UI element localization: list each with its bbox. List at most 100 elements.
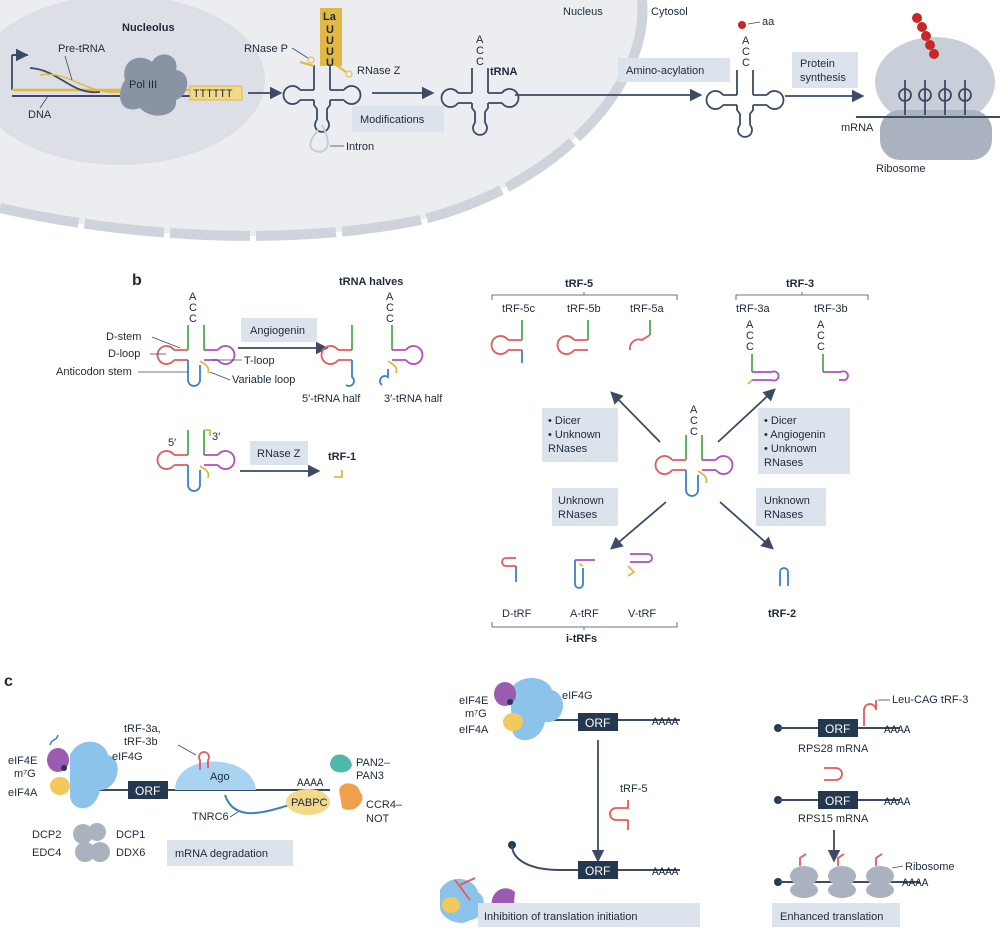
aminoacylation-label: Amino-acylation (626, 65, 704, 77)
inhibition-label: Inhibition of translation initiation (484, 911, 637, 923)
colored-trna-2 (156, 429, 236, 492)
intron-label: Intron (346, 141, 374, 153)
rps15-trf-shape (824, 767, 843, 781)
v-trf-shape (627, 553, 653, 577)
nuclear-envelope (0, 0, 648, 241)
trf3a-shape (747, 354, 780, 385)
eif4g-label-2: eIF4G (562, 690, 593, 702)
trna-label: tRNA (490, 66, 518, 78)
trf5-c-label: tRF-5 (620, 783, 648, 795)
terminator-label: TTTTTT (193, 89, 233, 101)
trf5c-shape (490, 320, 523, 363)
acc-half-c: C (386, 302, 394, 314)
pan-blob (330, 754, 352, 773)
half-5-shape (320, 325, 355, 387)
aa-label: aa (762, 16, 775, 28)
trf2-shape (779, 567, 789, 586)
rps15-label: RPS15 mRNA (798, 813, 869, 825)
acc-3b-c2: C (817, 341, 825, 353)
unknown-right-box (756, 488, 826, 526)
acc-a-1: A (476, 34, 484, 46)
aminoacylation-box (618, 58, 730, 82)
trf1-label: tRF-1 (328, 451, 356, 463)
modifications-box (352, 106, 444, 132)
m7g-label-2: m⁷G (465, 708, 487, 720)
acc-half-c2: C (386, 313, 394, 325)
ago-trf (198, 751, 210, 770)
aaaa-5: AAAA (884, 797, 911, 809)
acc-b1-c2: C (189, 313, 197, 325)
nucleolus-label: Nucleolus (122, 22, 175, 34)
ago-label: Ago (210, 771, 230, 783)
trf3-label: tRF-3 (786, 278, 814, 290)
eif4e-label-2: eIF4E (459, 695, 488, 707)
la-label: La (323, 11, 337, 23)
d-loop-label: D-loop (108, 348, 140, 360)
panel-c: c eIF4E m⁷G eIF4A eIF4G ORF Ago tRF-3a, … (4, 673, 968, 927)
mrna-mid-line-2 (511, 844, 680, 871)
t-loop-label: T-loop (244, 355, 275, 367)
trf5b-shape (556, 320, 589, 355)
trf5-label: tRF-5 (565, 278, 593, 290)
right-box-line-2: • Angiogenin (764, 429, 825, 441)
acc-3a-c2: C (746, 341, 754, 353)
ribosome-c-label: Ribosome (905, 861, 955, 873)
half3-label: 3′-tRNA half (384, 393, 443, 405)
rps28-label: RPS28 mRNA (798, 743, 869, 755)
eif4a-blob (50, 777, 70, 795)
dna-label: DNA (28, 109, 52, 121)
uuu-1: U (326, 35, 334, 47)
dcp2-label: DCP2 (32, 829, 61, 841)
three-prime-label: 3′ (212, 431, 220, 443)
aaaa-2: AAAA (652, 717, 679, 729)
pan3-label: PAN3 (356, 770, 384, 782)
angiogenin-label: Angiogenin (250, 325, 305, 337)
aaaa-6: AAAA (902, 878, 929, 890)
eif4a-free (442, 897, 460, 913)
orf-box-5 (818, 791, 858, 809)
cytosol-label: Cytosol (651, 6, 688, 18)
acc-c2-1: C (476, 56, 484, 68)
unknown-left-box (552, 488, 618, 526)
panel-a: a Nucleolus Nucleus Cytosol Pre-tRNA DNA… (0, 0, 1000, 241)
trf3b-label: tRF-3b (814, 303, 848, 315)
acc-3b-a: A (817, 319, 825, 331)
unknown-left-1: Unknown (558, 495, 604, 507)
orf-label-4: ORF (825, 722, 850, 736)
cap-dot (61, 765, 67, 771)
acc-3a-c: C (746, 330, 754, 342)
acc-c-2: C (742, 46, 750, 58)
acc-half-a: A (386, 291, 394, 303)
right-box-line-4: RNases (764, 457, 804, 469)
aaaa-4: AAAA (884, 725, 911, 737)
orf-label-5: ORF (825, 794, 850, 808)
trf3ab-label-1: tRF-3a, (124, 723, 161, 735)
trf3a-label: tRF-3a (736, 303, 771, 315)
trf1-shape (334, 470, 343, 478)
a-trf-shape (574, 559, 595, 589)
trf5-c-shape (609, 800, 629, 830)
v-trf-label: V-tRF (628, 608, 656, 620)
orf-box-4 (818, 719, 858, 737)
mrna-degradation-label: mRNA degradation (175, 848, 268, 860)
acc-b1-a: A (189, 291, 197, 303)
m7g-label-1: m⁷G (14, 768, 36, 780)
dicer-right-box (758, 408, 850, 474)
right-box-line-1: • Dicer (764, 415, 797, 427)
dicer-left-box (542, 408, 618, 462)
trf5a-label: tRF-5a (630, 303, 665, 315)
colored-trna-1 (156, 325, 236, 387)
ribosome-small (880, 110, 992, 160)
pol3-shape (120, 54, 188, 116)
unknown-right-2: RNases (764, 509, 804, 521)
trf2-label: tRF-2 (768, 608, 796, 620)
ribosome-trnas (898, 80, 972, 115)
acc-center-c: C (690, 415, 698, 427)
angiogenin-box (241, 318, 317, 342)
ccr4-blob (339, 783, 363, 810)
cap-dot-2 (507, 699, 513, 705)
uuu-2: U (326, 46, 334, 58)
trf3ab-label-2: tRF-3b (124, 736, 158, 748)
acc-3b-c: C (817, 330, 825, 342)
